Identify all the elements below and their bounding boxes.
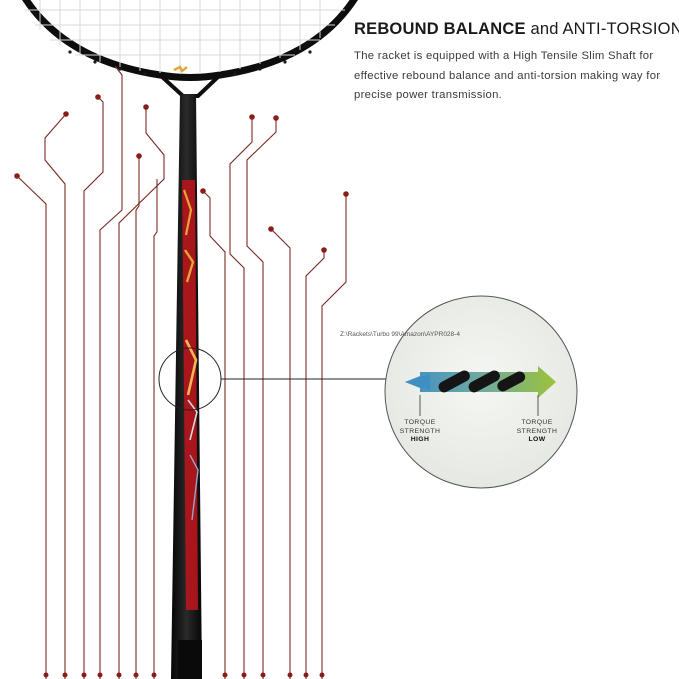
torque-low-caption: TORQUE STRENGTH <box>516 419 558 435</box>
torque-high-level: HIGH <box>410 436 430 444</box>
torque-high-caption: TORQUE STRENGTH <box>399 419 441 435</box>
torque-low-label: TORQUE STRENGTH LOW <box>514 419 560 445</box>
racket-head <box>22 0 358 98</box>
circuit-nodes <box>14 94 349 678</box>
torque-high-label: TORQUE STRENGTH HIGH <box>397 419 443 445</box>
torque-low-level: LOW <box>528 436 546 444</box>
section-description: The racket is equipped with a High Tensi… <box>354 50 661 101</box>
torque-markers <box>419 395 539 416</box>
file-path-label: Z:\Rackets\Turbo 99\Amazon\AYPR028-4 <box>340 331 460 338</box>
circuit-lines <box>16 65 347 679</box>
headline-bold: REBOUND BALANCE <box>354 20 526 38</box>
headline-light: and ANTI-TORSION <box>525 20 679 38</box>
section-headline: REBOUND BALANCE and ANTI-TORSION <box>354 20 679 39</box>
racket-shaft <box>171 94 202 679</box>
shaft-cylinders <box>438 370 526 393</box>
